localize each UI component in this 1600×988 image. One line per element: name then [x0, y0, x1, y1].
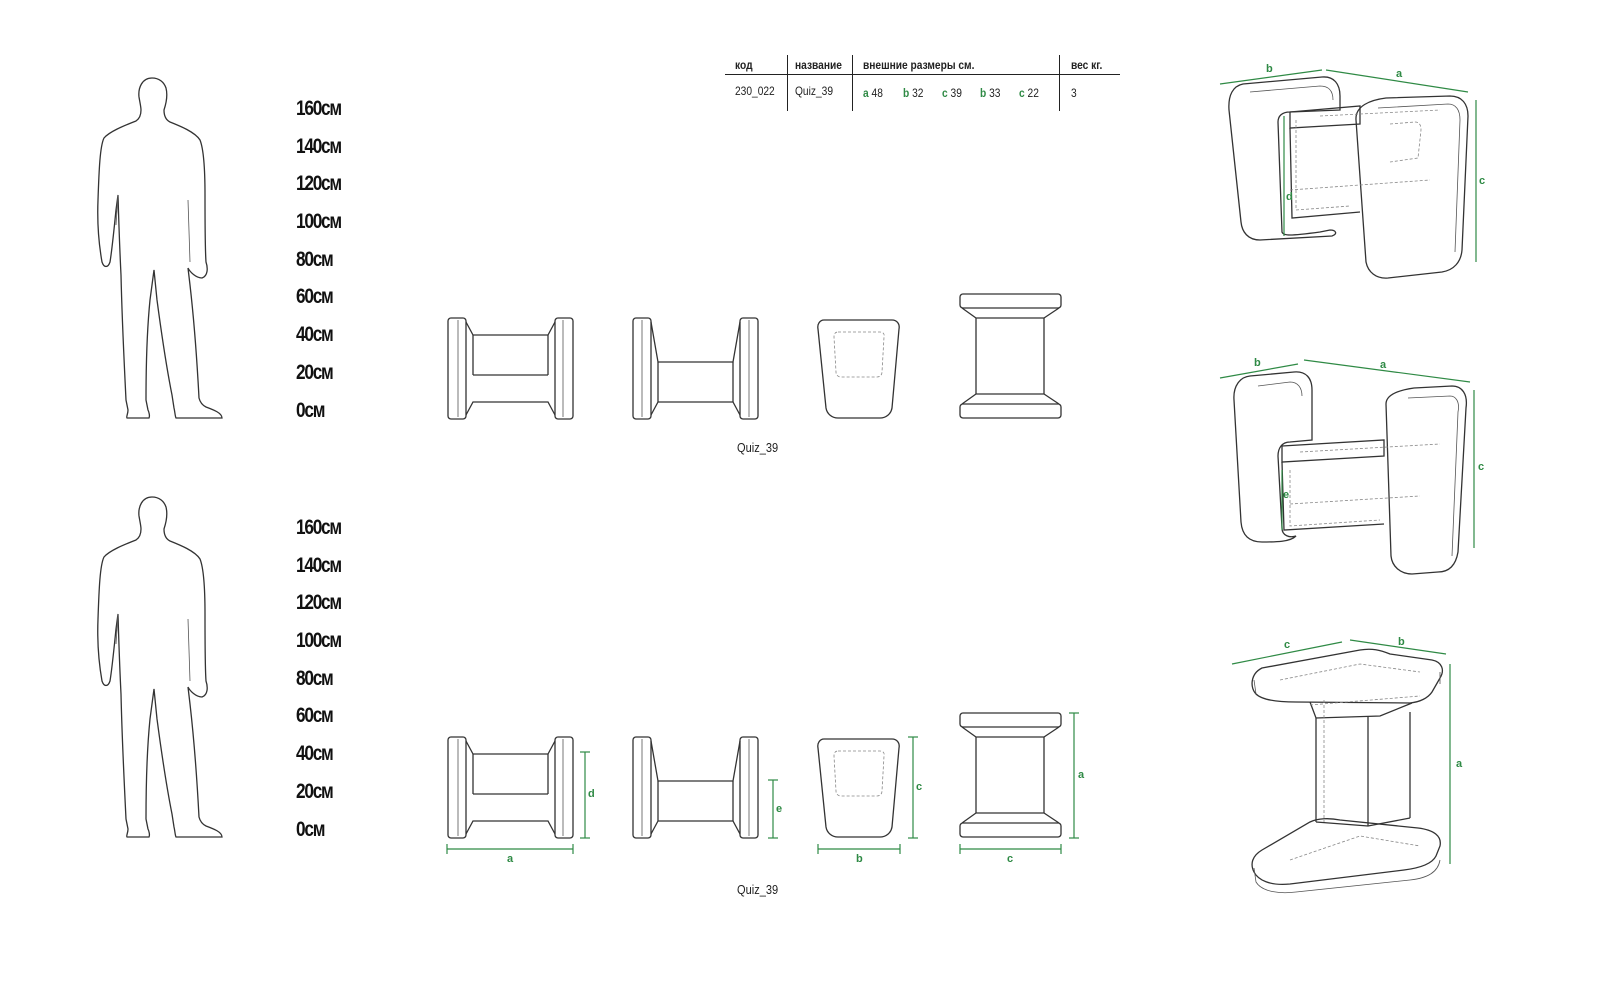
scale-label: 100см — [296, 629, 342, 652]
front-view-b — [632, 317, 759, 420]
caption-bottom: Quiz_39 — [737, 882, 779, 897]
scale-label: 120см — [296, 591, 342, 614]
spec-header-weight: вес кг. — [1071, 58, 1103, 72]
scale-label: 160см — [296, 516, 342, 539]
iso-view-1: b a c d — [1219, 63, 1485, 279]
spec-table: код название внешние размеры см. вес кг.… — [725, 55, 1135, 115]
dim-label-b: b — [1398, 636, 1405, 648]
dim-label-c: c — [1478, 461, 1484, 473]
scale-label: 40см — [296, 742, 334, 765]
human-silhouette — [97, 496, 223, 838]
spec-dim: b 32 — [903, 86, 924, 100]
side-view — [817, 319, 900, 419]
spec-dim: b 33 — [980, 86, 1001, 100]
spec-code: 230_022 — [735, 84, 775, 98]
dim-label-b: b — [856, 853, 863, 865]
spec-divider — [1059, 55, 1060, 111]
spec-header-code: код — [735, 58, 753, 72]
human-silhouette — [97, 77, 223, 419]
scale-label: 80см — [296, 248, 334, 271]
dim-label-a: a — [1456, 758, 1463, 770]
side-view — [817, 738, 900, 838]
front-view-b — [632, 736, 759, 839]
dim-label-c: c — [1284, 639, 1290, 651]
spec-dim: a 48 — [863, 86, 883, 100]
spec-divider — [787, 55, 788, 111]
scale-label: 60см — [296, 704, 334, 727]
top-view — [959, 293, 1062, 419]
spec-dim: c 39 — [942, 86, 962, 100]
scale-label: 100см — [296, 210, 342, 233]
dim-label-b: b — [1254, 357, 1261, 369]
dim-label-b: b — [1266, 63, 1273, 75]
dim-label-a: a — [1078, 769, 1085, 781]
front-view-a — [447, 317, 574, 420]
scale-label: 140см — [296, 135, 342, 158]
dim-label-e: e — [1283, 489, 1289, 501]
dim-label-a: a — [1396, 68, 1403, 80]
scale-label: 40см — [296, 323, 334, 346]
spec-header-dims: внешние размеры см. — [863, 58, 975, 72]
spec-dim: c 22 — [1019, 86, 1039, 100]
scale-label: 20см — [296, 780, 334, 803]
dim-label-d: d — [1286, 191, 1293, 203]
dim-label-c: c — [1007, 853, 1013, 865]
scale-label: 0см — [296, 818, 325, 841]
top-view — [959, 712, 1062, 838]
front-view-a — [447, 736, 574, 839]
scale-label: 60см — [296, 285, 334, 308]
dim-label-a: a — [1380, 359, 1387, 371]
scale-label: 20см — [296, 361, 334, 384]
spec-weight: 3 — [1071, 86, 1077, 100]
scale-label: 160см — [296, 97, 342, 120]
dim-label-c: c — [1479, 175, 1485, 187]
iso-view-3: c b a — [1231, 636, 1463, 894]
dim-label-e: e — [776, 803, 782, 815]
scale-label: 80см — [296, 667, 334, 690]
dim-label-d: d — [588, 788, 595, 800]
spec-header-name: название — [795, 58, 842, 72]
scale-label: 120см — [296, 172, 342, 195]
spec-divider — [725, 74, 1120, 75]
spec-divider — [852, 55, 853, 111]
dim-label-a: a — [507, 853, 514, 865]
dimension-lines: a d e b c c a — [446, 712, 1085, 865]
scale-label: 140см — [296, 554, 342, 577]
scale-label: 0см — [296, 399, 325, 422]
caption-top: Quiz_39 — [737, 440, 779, 455]
dim-label-c: c — [916, 781, 922, 793]
iso-view-2: b a c e — [1219, 357, 1484, 575]
spec-name: Quiz_39 — [795, 84, 833, 98]
